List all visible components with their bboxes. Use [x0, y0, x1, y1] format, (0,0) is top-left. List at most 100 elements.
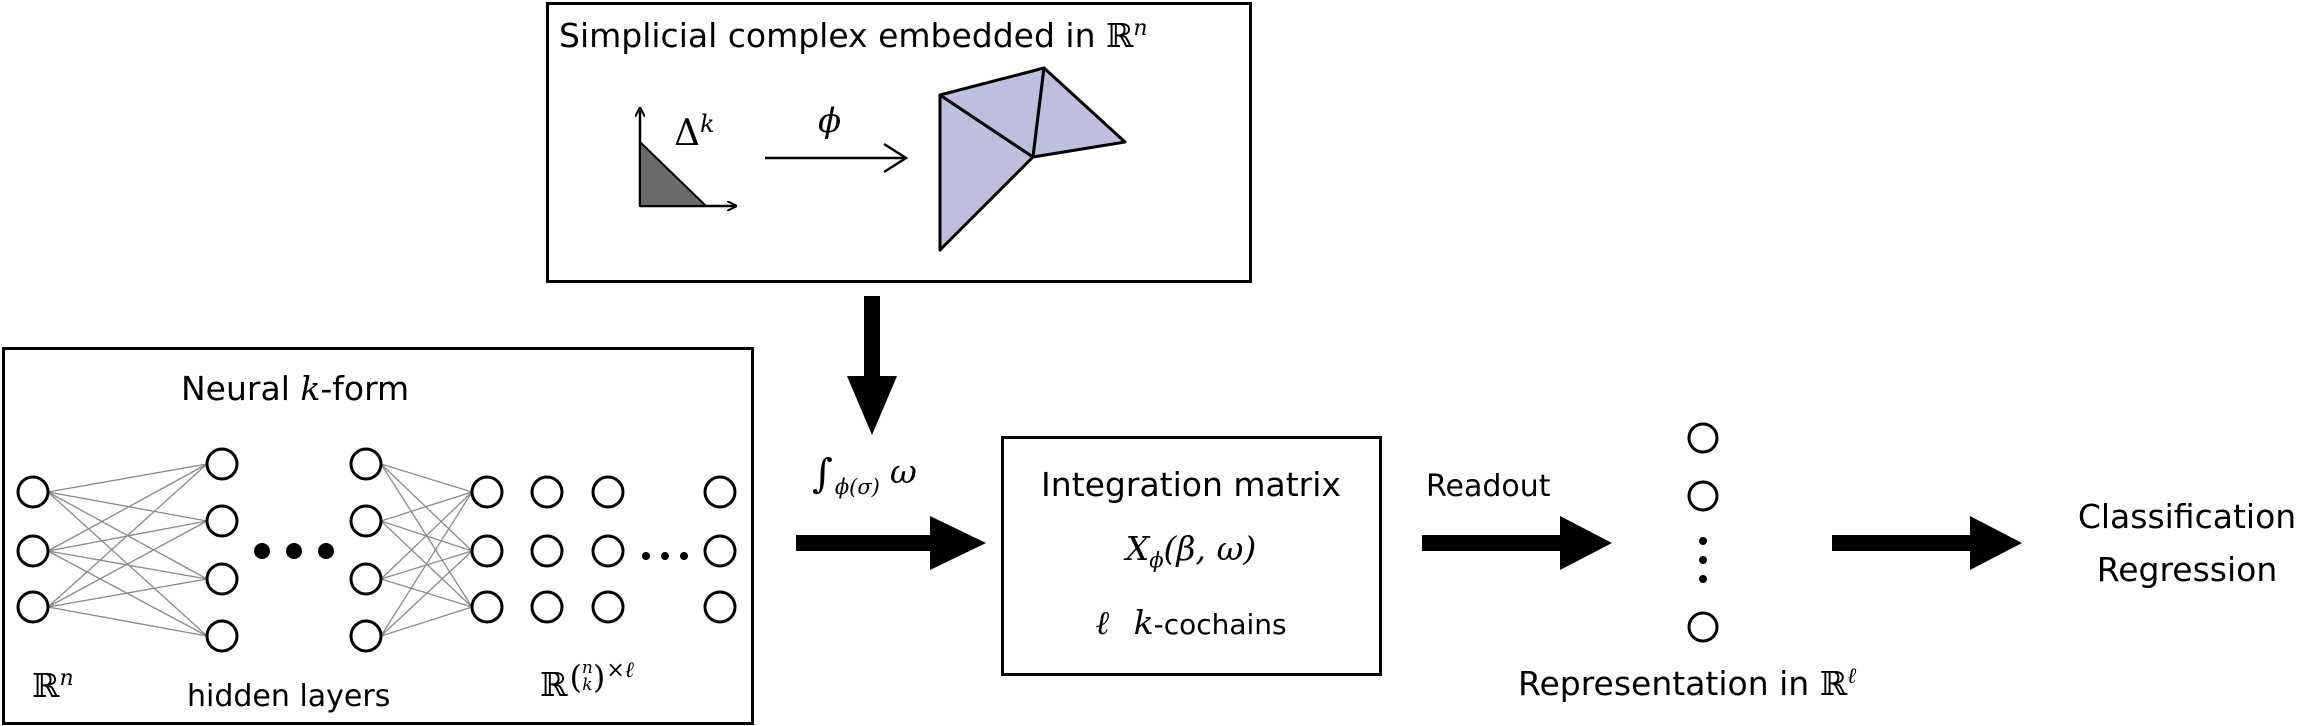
network-edge [380, 491, 473, 522]
network-node [703, 534, 737, 568]
integral-subscript: ϕ(σ) [834, 475, 880, 499]
embedded-complex [938, 66, 1127, 252]
network-node [703, 590, 737, 624]
integration-arrow-shaft [796, 535, 932, 551]
phi-map-arrowhead [883, 142, 909, 174]
representation-exponent: ℓ [1847, 664, 1857, 689]
network-node [530, 534, 564, 568]
integral-integrand: ω [889, 452, 917, 491]
representation-vertical-dots [1699, 537, 1707, 583]
network-edge [47, 606, 208, 637]
network-node [703, 475, 737, 509]
network-node [591, 475, 625, 509]
network-node [205, 619, 239, 653]
cochain-degree: k [1133, 603, 1154, 642]
network-edges [47, 463, 473, 637]
hidden-layers-label: hidden layers [187, 679, 391, 714]
output-space-symbol: ℝ [540, 665, 568, 704]
binomial-bottom: k [582, 675, 593, 695]
standard-simplex [639, 139, 709, 207]
network-edge [380, 491, 473, 580]
network-edge [380, 463, 473, 493]
input-space-symbol: ℝ [32, 666, 60, 705]
network-edge [380, 491, 473, 637]
integration-matrix-formula: Xϕ(β, ω) [1126, 532, 1257, 572]
neural-title-variable: k [300, 369, 321, 408]
neural-k-form-title: Neural k-form [181, 372, 409, 405]
input-space-label: ℝn [32, 666, 74, 705]
network-node [205, 562, 239, 596]
representation-node [1687, 422, 1719, 454]
regression-label: Regression [2096, 550, 2278, 589]
network-edge [47, 463, 208, 493]
binomial: ( n k ) [569, 658, 606, 696]
simplicial-complex-box [546, 2, 1252, 283]
phi-label: ϕ [818, 101, 842, 141]
network-edge [47, 578, 208, 608]
ellipsis-dot [661, 552, 669, 560]
delta-exponent: k [700, 110, 715, 138]
ellipsis-dot [318, 543, 334, 559]
title-space-exponent: n [1133, 16, 1148, 41]
complex-triangle-right [1031, 66, 1127, 159]
cochains-label: ℓ k-cochains [1095, 606, 1286, 639]
network-ellipsis-dots [254, 543, 688, 560]
output-arrow-head [1970, 516, 2022, 570]
network-node [205, 504, 239, 538]
network-edge [47, 550, 208, 580]
network-node [470, 475, 504, 509]
binomial-top: n [581, 658, 593, 678]
readout-arrow-head [1560, 516, 1612, 570]
network-node [470, 534, 504, 568]
representation-vector [1687, 422, 1719, 643]
network-node [349, 447, 383, 481]
representation-node [1687, 480, 1719, 512]
ellipsis-dot [642, 552, 650, 560]
output-arrow-shaft [1832, 535, 1972, 551]
down-arrow-head [847, 376, 897, 435]
network-edge [380, 606, 473, 637]
network-node [530, 590, 564, 624]
network-node [205, 447, 239, 481]
ellipsis-dot [254, 543, 270, 559]
network-node [591, 534, 625, 568]
delta-symbol: Δ [674, 113, 700, 154]
network-nodes [16, 447, 737, 653]
representation-label: Representation in ℝℓ [1518, 664, 1857, 703]
neural-title-prefix: Neural [181, 369, 301, 408]
network-node [16, 534, 50, 568]
integral-symbol: ∫ [812, 451, 833, 497]
title-text: Simplicial complex embedded in [559, 16, 1106, 55]
network-edge [380, 550, 473, 637]
network-node [349, 562, 383, 596]
ellipsis-dot [680, 552, 688, 560]
matrix-symbol: X [1125, 529, 1150, 568]
down-arrow-shaft [864, 296, 880, 378]
network-node [591, 590, 625, 624]
readout-label: Readout [1426, 469, 1551, 504]
output-exponent-suffix: ×ℓ [606, 658, 634, 683]
network-node [530, 475, 564, 509]
network-node [16, 590, 50, 624]
integration-matrix-title: Integration matrix [1041, 465, 1341, 504]
network-node [349, 619, 383, 653]
network-edge [47, 463, 208, 552]
network-node [349, 504, 383, 538]
representation-node [1687, 611, 1719, 643]
neural-title-suffix: -form [320, 369, 410, 408]
network-edge [47, 491, 208, 522]
network-edge [47, 520, 208, 608]
representation-text: Representation in [1518, 664, 1820, 703]
network-edge [47, 463, 208, 608]
integration-arrow-head [930, 516, 986, 570]
simplicial-complex-title: Simplicial complex embedded in ℝn [559, 16, 1148, 55]
cochain-suffix: -cochains [1153, 608, 1287, 641]
integral-label: ∫ ϕ(σ) ω [812, 451, 917, 498]
integration-matrix-box [1001, 436, 1382, 676]
readout-arrow-shaft [1422, 535, 1562, 551]
representation-space: ℝ [1819, 664, 1848, 703]
input-space-exponent: n [59, 666, 74, 691]
output-space-label: ℝ ( n k ) ×ℓ [540, 658, 634, 704]
standard-simplex-label: Δk [674, 112, 715, 152]
